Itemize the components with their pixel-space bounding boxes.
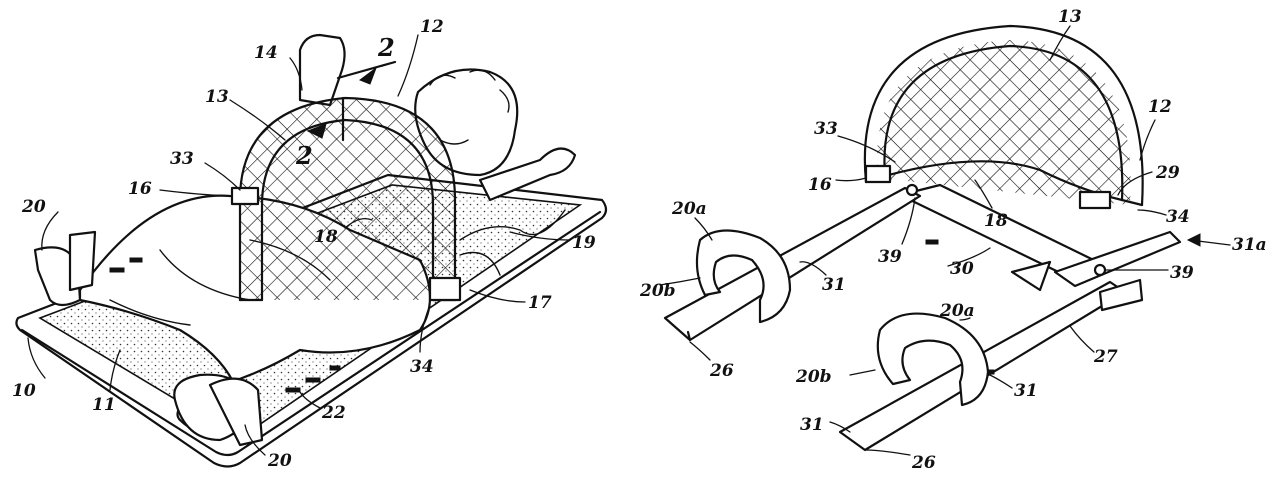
foot-loop-right	[876, 312, 990, 407]
ref-33-left: 33	[170, 149, 194, 169]
ref-39-left: 39	[878, 247, 902, 267]
ref-20-lower: 20	[267, 451, 292, 471]
right-figure: 13 12 33 16 18 29 34 20a 20b 39 30 31a 3…	[639, 7, 1267, 473]
ref-14: 14	[254, 43, 278, 63]
canopy-arch	[238, 96, 457, 302]
rail-left	[663, 186, 922, 342]
ref-18-left: 18	[314, 227, 338, 247]
ref-10: 10	[12, 381, 36, 401]
ref-19: 19	[572, 233, 596, 253]
baby-fist	[298, 33, 346, 107]
ref-11: 11	[92, 395, 116, 415]
ref-20a-left: 20a	[671, 199, 707, 219]
ref-31a: 31a	[1232, 235, 1267, 255]
ref-30: 30	[950, 259, 974, 279]
ref-20b-right: 20b	[795, 367, 832, 387]
ref-26-lower: 26	[911, 453, 936, 473]
ref-31-upper: 31	[822, 275, 846, 295]
extension-31a	[1053, 230, 1182, 288]
ref-16-right: 16	[808, 175, 832, 195]
ref-27: 27	[1093, 347, 1118, 367]
ref-18-right: 18	[984, 211, 1008, 231]
ref-12-right: 12	[1148, 97, 1172, 117]
buckle-marks	[109, 257, 341, 393]
ref-13-right: 13	[1058, 7, 1082, 27]
ref-31-lower: 31	[800, 415, 824, 435]
ref-16-left: 16	[128, 179, 152, 199]
ref-26-upper: 26	[709, 361, 734, 381]
left-figure: 12 14 2 13 2 33 16 20 18 19 17 34 10 11 …	[12, 17, 608, 471]
ref-20a-right: 20a	[939, 301, 975, 321]
ref-39-right: 39	[1170, 263, 1194, 283]
canopy-arch-right	[863, 24, 1144, 207]
ref-33-right: 33	[814, 119, 838, 139]
ref-17: 17	[528, 293, 552, 313]
foot-strap-left	[33, 246, 82, 307]
ref-22: 22	[321, 403, 346, 423]
foot-strap-bottom	[208, 377, 264, 447]
ref-2-section-lower: 2	[295, 141, 313, 170]
ref-29: 29	[1155, 163, 1180, 183]
ref-34-right: 34	[1166, 207, 1190, 227]
ref-12-left: 12	[420, 17, 444, 37]
ref-2-section-upper: 2	[377, 33, 395, 62]
ref-20-upper: 20	[21, 197, 46, 217]
ref-34-left: 34	[410, 357, 434, 377]
ref-31-mid: 31	[1014, 381, 1038, 401]
ref-20b-left: 20b	[639, 281, 676, 301]
foot-loop-left	[695, 229, 792, 324]
ref-13-left: 13	[205, 87, 229, 107]
